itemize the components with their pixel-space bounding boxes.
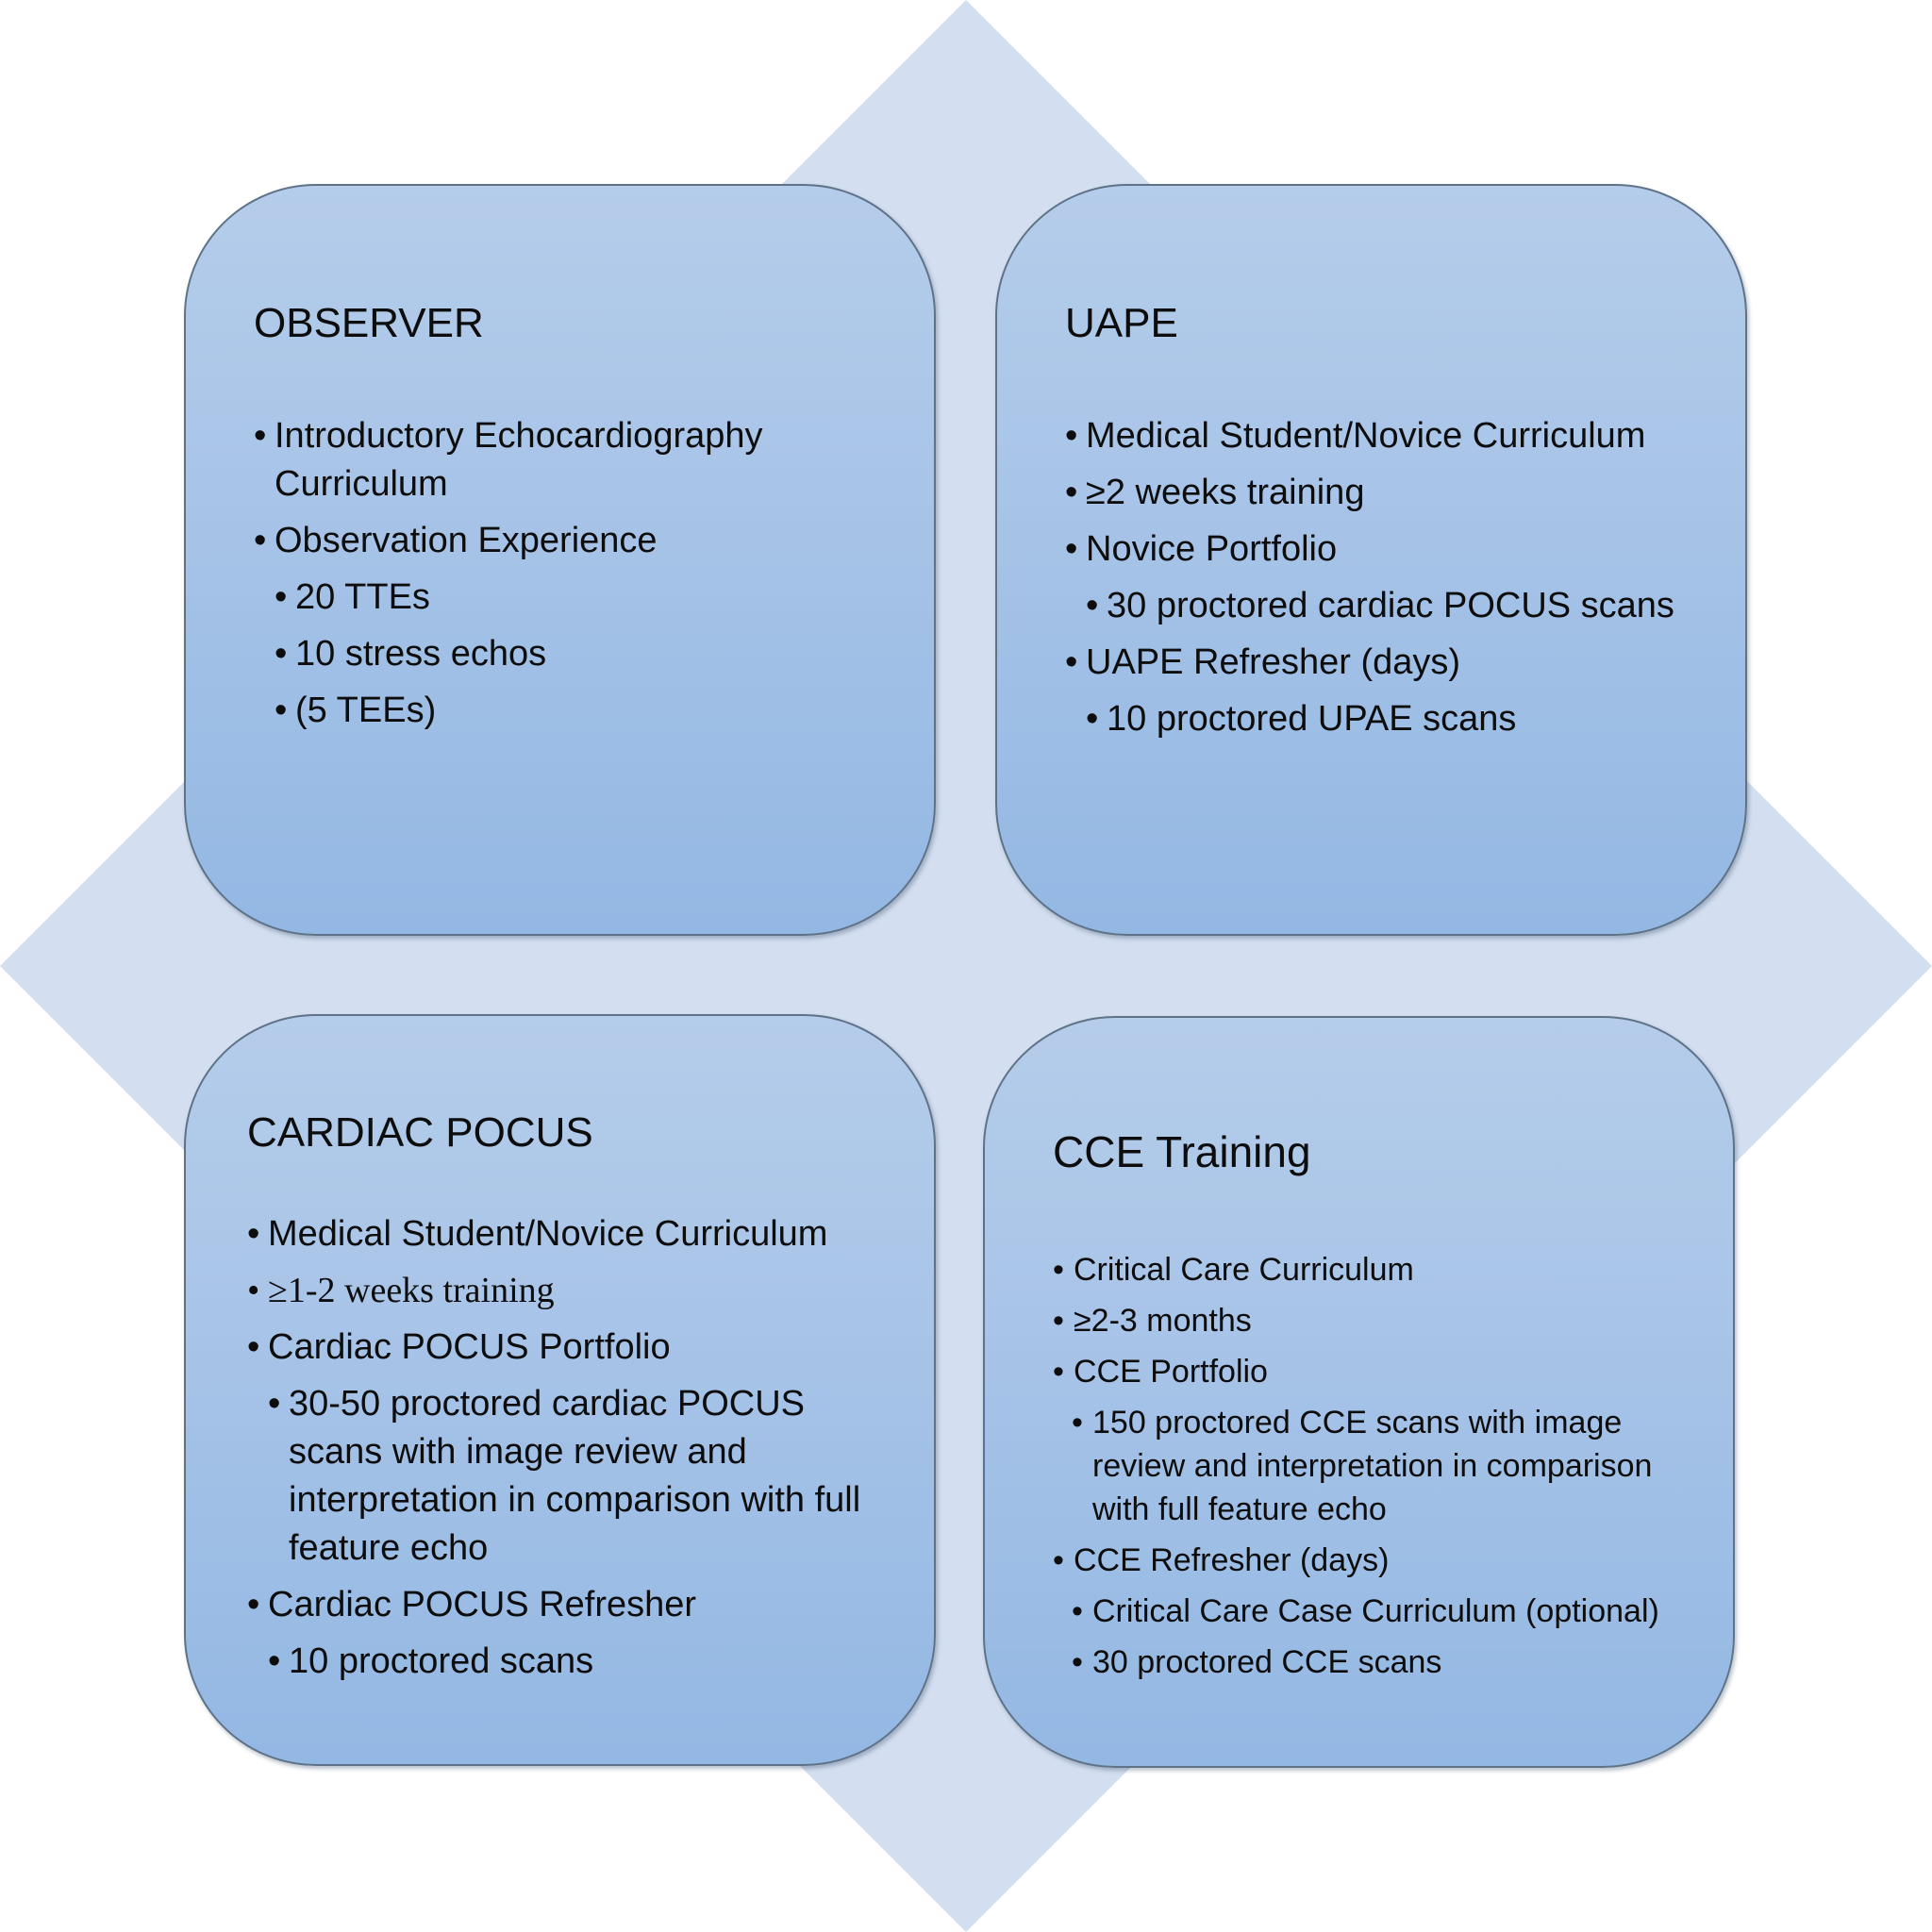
list-item: •UAPE Refresher (days) — [1065, 639, 1716, 687]
list-item: • Critical Care Curriculum — [1053, 1248, 1704, 1291]
cce-training-list: • Critical Care Curriculum • ≥2-3 months •… — [1053, 1248, 1704, 1691]
item-text: 20 TTEs — [295, 577, 430, 617]
list-item: •Observation Experience — [254, 517, 905, 565]
bullet-icon: • — [247, 1271, 260, 1310]
bullet-icon: • — [247, 1327, 260, 1367]
item-text: ≥2 weeks training — [1086, 473, 1365, 512]
bullet-icon: • — [275, 577, 288, 617]
item-text: 10 proctored UPAE scans — [1107, 699, 1517, 739]
item-text: CCE Refresher (days) — [1074, 1542, 1390, 1578]
bullet-icon: • — [1053, 1354, 1064, 1390]
list-item: •30 proctored CCE scans — [1072, 1641, 1704, 1684]
bullet-icon: • — [1053, 1303, 1064, 1339]
cce-training-title: CCE Training — [1053, 1127, 1311, 1176]
item-text: 30-50 proctored cardiac POCUS scans with… — [289, 1384, 861, 1568]
bullet-icon: • — [247, 1585, 260, 1624]
item-text: Critical Care Curriculum — [1074, 1252, 1414, 1288]
bullet-icon: • — [1086, 699, 1099, 739]
list-item: •≥2 weeks training — [1065, 469, 1716, 517]
bullet-icon: • — [1053, 1542, 1064, 1578]
cardiac-pocus-title: CARDIAC POCUS — [247, 1109, 593, 1156]
bullet-icon: • — [275, 634, 288, 674]
item-text: 10 stress echos — [295, 634, 547, 674]
uape-list: •Medical Student/Novice Curriculum •≥2 w… — [1065, 412, 1716, 752]
bullet-icon: • — [1053, 1252, 1064, 1288]
list-item: •Introductory Echocardiography Curriculu… — [254, 412, 905, 508]
item-text: UAPE Refresher (days) — [1086, 642, 1461, 682]
list-item: •10 proctored UPAE scans — [1086, 695, 1716, 743]
item-text: 10 proctored scans — [289, 1641, 594, 1681]
bullet-icon: • — [1072, 1593, 1083, 1629]
uape-card: UAPE •Medical Student/Novice Curriculum … — [995, 184, 1747, 936]
bullet-icon: • — [1086, 586, 1099, 625]
cce-training-card: CCE Training • Critical Care Curriculum •… — [983, 1016, 1735, 1768]
item-text: ≥1-2 weeks training — [268, 1271, 555, 1310]
bullet-icon: • — [1065, 642, 1078, 682]
list-item: •(5 TEEs) — [275, 687, 905, 735]
observer-card: OBSERVER •Introductory Echocardiography … — [184, 184, 936, 936]
bullet-icon: • — [268, 1641, 281, 1681]
item-text: Critical Care Case Curriculum (optional) — [1092, 1593, 1659, 1629]
list-item: •10 proctored scans — [268, 1638, 908, 1686]
list-item: •10 stress echos — [275, 630, 905, 678]
bullet-icon: • — [268, 1384, 281, 1424]
list-item: • CCE Refresher (days) — [1053, 1539, 1704, 1582]
item-text: Observation Experience — [275, 521, 658, 560]
list-item: •Critical Care Case Curriculum (optional… — [1072, 1590, 1704, 1633]
item-text: ≥2-3 months — [1074, 1303, 1252, 1339]
list-item: •30-50 proctored cardiac POCUS scans wit… — [268, 1380, 908, 1573]
item-text: 30 proctored cardiac POCUS scans — [1107, 586, 1674, 625]
item-text: Cardiac POCUS Portfolio — [268, 1327, 671, 1367]
cardiac-pocus-list: •Medical Student/Novice Curriculum •≥1-2… — [247, 1210, 908, 1694]
list-item: •150 proctored CCE scans with image revi… — [1072, 1401, 1704, 1531]
uape-title: UAPE — [1065, 300, 1178, 346]
item-text: Medical Student/Novice Curriculum — [268, 1214, 828, 1254]
bullet-icon: • — [254, 521, 267, 560]
bullet-icon: • — [1065, 473, 1078, 512]
observer-list: •Introductory Echocardiography Curriculu… — [254, 412, 905, 743]
cardiac-pocus-card: CARDIAC POCUS •Medical Student/Novice Cu… — [184, 1014, 936, 1766]
bullet-icon: • — [1065, 416, 1078, 456]
item-text: CCE Portfolio — [1074, 1354, 1268, 1390]
bullet-icon: • — [1065, 529, 1078, 569]
bullet-icon: • — [1072, 1405, 1083, 1441]
bullet-icon: • — [1072, 1644, 1083, 1680]
list-item: •20 TTEs — [275, 574, 905, 622]
item-text: Novice Portfolio — [1086, 529, 1338, 569]
list-item: • CCE Portfolio — [1053, 1350, 1704, 1393]
bullet-icon: • — [275, 691, 288, 730]
bullet-icon: • — [254, 416, 267, 456]
list-item: •≥1-2 weeks training — [247, 1267, 908, 1315]
item-text: (5 TEEs) — [295, 691, 437, 730]
item-text: Introductory Echocardiography Curriculum — [275, 416, 763, 504]
list-item: •Cardiac POCUS Refresher — [247, 1581, 908, 1629]
bullet-icon: • — [247, 1214, 260, 1254]
list-item: • ≥2-3 months — [1053, 1299, 1704, 1342]
item-text: 150 proctored CCE scans with image revie… — [1092, 1405, 1653, 1527]
list-item: •Cardiac POCUS Portfolio — [247, 1324, 908, 1372]
item-text: Cardiac POCUS Refresher — [268, 1585, 697, 1624]
item-text: Medical Student/Novice Curriculum — [1086, 416, 1646, 456]
item-text: 30 proctored CCE scans — [1092, 1644, 1442, 1680]
list-item: •30 proctored cardiac POCUS scans — [1086, 582, 1716, 630]
list-item: •Medical Student/Novice Curriculum — [247, 1210, 908, 1258]
observer-title: OBSERVER — [254, 300, 484, 346]
list-item: •Medical Student/Novice Curriculum — [1065, 412, 1716, 460]
list-item: •Novice Portfolio — [1065, 525, 1716, 574]
